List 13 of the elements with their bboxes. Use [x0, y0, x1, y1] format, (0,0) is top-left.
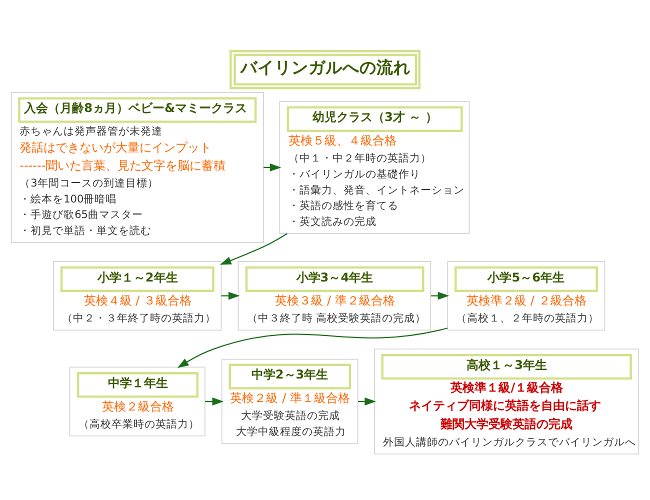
node-box: 中学2～3年生 英検２級 / 準１級合格 大学受験英語の完成 大学中級程度の英語力 — [222, 358, 358, 444]
arrow — [431, 291, 450, 300]
arrow — [221, 291, 240, 300]
node-box: 中学１年生 英検２級合格 （高校卒業時の英語力） — [69, 366, 206, 436]
diagram-title: バイリンガルへの流れ — [240, 58, 410, 77]
arrow — [177, 327, 448, 368]
node-box: 幼児クラス（3才 ～ ） 英検５級、４級合格 （中１・中２年時の英語力） ・バイリンガルの基礎作り ・語彙力、発音、イントネーション ・英語の感性を育てる ・英文読みの完成 — [279, 100, 470, 234]
node-box: 高校１～3年生 英検準１級/１級合格 ネイティブ同様に英語を自由に話す 難関大学受験英語の完成 外国人講師のバイリンガルクラスでバイリンガルへ — [374, 348, 640, 454]
node-box: 小学5～6年生 英検準２級 / ２級合格 （高校１、２年時の英語力） — [447, 260, 606, 330]
arrow — [220, 232, 288, 264]
node-box: 小学3～4年生 英検３級 / 準２級合格 （中３終了時 高校受験英語の完成） — [238, 260, 432, 330]
node-box: 小学１～2年生 英検４級 / ３級合格 （中２・３年終了時の英語力） — [53, 260, 222, 330]
node-box: 入会（月齢8ヵ月）ベビー&マミークラス 赤ちゃんは発声器管が未発達 発話はできないが大量にインプット ------聞いた言葉、見た文字を脳に蓄積 （3年間コースの到達目標） ・絵本を100冊暗唱 ・手遊び歌65曲マスター ・初見で単語・単文を読む — [10, 91, 264, 242]
